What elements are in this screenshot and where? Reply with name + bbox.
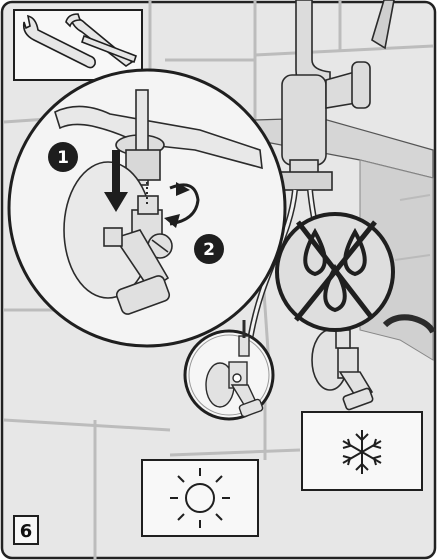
down-arrow bbox=[104, 150, 128, 212]
step-number-box: 6 bbox=[13, 515, 39, 545]
cold-valve bbox=[311, 329, 374, 411]
tools-box bbox=[13, 9, 143, 81]
wall-tiles bbox=[3, 0, 434, 560]
warm-box bbox=[141, 459, 259, 537]
callout-1-label: 1 bbox=[57, 148, 69, 168]
callout-2-label: 2 bbox=[203, 240, 215, 260]
rotate-arrow bbox=[169, 183, 200, 226]
no-water-warning bbox=[275, 212, 395, 332]
wall-pipe bbox=[382, 314, 436, 334]
warm-valve-detail bbox=[183, 320, 275, 421]
zoom-detail bbox=[7, 68, 287, 348]
faucet bbox=[271, 0, 395, 191]
sun-icon bbox=[170, 468, 230, 528]
step-number: 6 bbox=[20, 521, 33, 542]
callout-1: 1 bbox=[48, 142, 78, 172]
shutoff-valve bbox=[103, 195, 173, 315]
no-water-drops-icon bbox=[303, 227, 367, 313]
snowflake-icon bbox=[342, 430, 382, 474]
callout-2: 2 bbox=[194, 234, 224, 264]
pliers-icon bbox=[65, 13, 138, 67]
adjustable-wrench-icon bbox=[22, 14, 96, 69]
cross-line-2 bbox=[294, 220, 377, 322]
cold-box bbox=[301, 411, 423, 491]
